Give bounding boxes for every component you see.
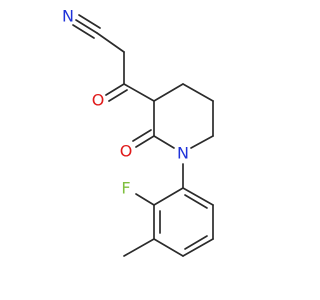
atom-label-fluorine: F <box>121 179 130 198</box>
bond-ar-inner-3 <box>184 194 208 209</box>
bond-ar3-ar4 <box>153 238 184 257</box>
bond-carbonyl-to-c3 <box>123 83 155 102</box>
bond-c3-c4 <box>153 83 184 102</box>
bond-nitrile-triple-2 <box>78 14 101 29</box>
bond-nitrile-to-ch2 <box>96 32 125 53</box>
structure-diagram: N O O N F <box>62 7 214 257</box>
bond-c4-c5 <box>182 83 214 102</box>
bond-ar-to-f <box>135 193 155 206</box>
bond-n1-c2 <box>153 135 175 149</box>
bond-lactam-double-1 <box>135 135 155 148</box>
bond-ketone-double-2 <box>108 89 128 102</box>
bond-c6-n1 <box>190 135 214 149</box>
molecule-canvas: N O O N F <box>62 7 214 257</box>
bond-ar1-ar2 <box>153 187 184 206</box>
bond-ar-to-methyl <box>123 238 155 257</box>
atom-label-lactam-o: O <box>120 142 133 161</box>
bond-nitrile-triple-1 <box>75 19 98 34</box>
bond-nitrile-triple-3 <box>72 24 95 39</box>
bond-ar4-ar5 <box>182 238 214 257</box>
bond-ketone-double-1 <box>105 83 125 96</box>
atom-label-ring-n: N <box>177 144 189 163</box>
atom-label-ketone-o: O <box>92 91 105 110</box>
bond-lactam-double-2 <box>132 129 152 142</box>
bond-ar-inner-2 <box>184 235 208 250</box>
atom-label-nitrile-n: N <box>62 7 74 26</box>
bond-ar6-ar1 <box>182 187 214 206</box>
